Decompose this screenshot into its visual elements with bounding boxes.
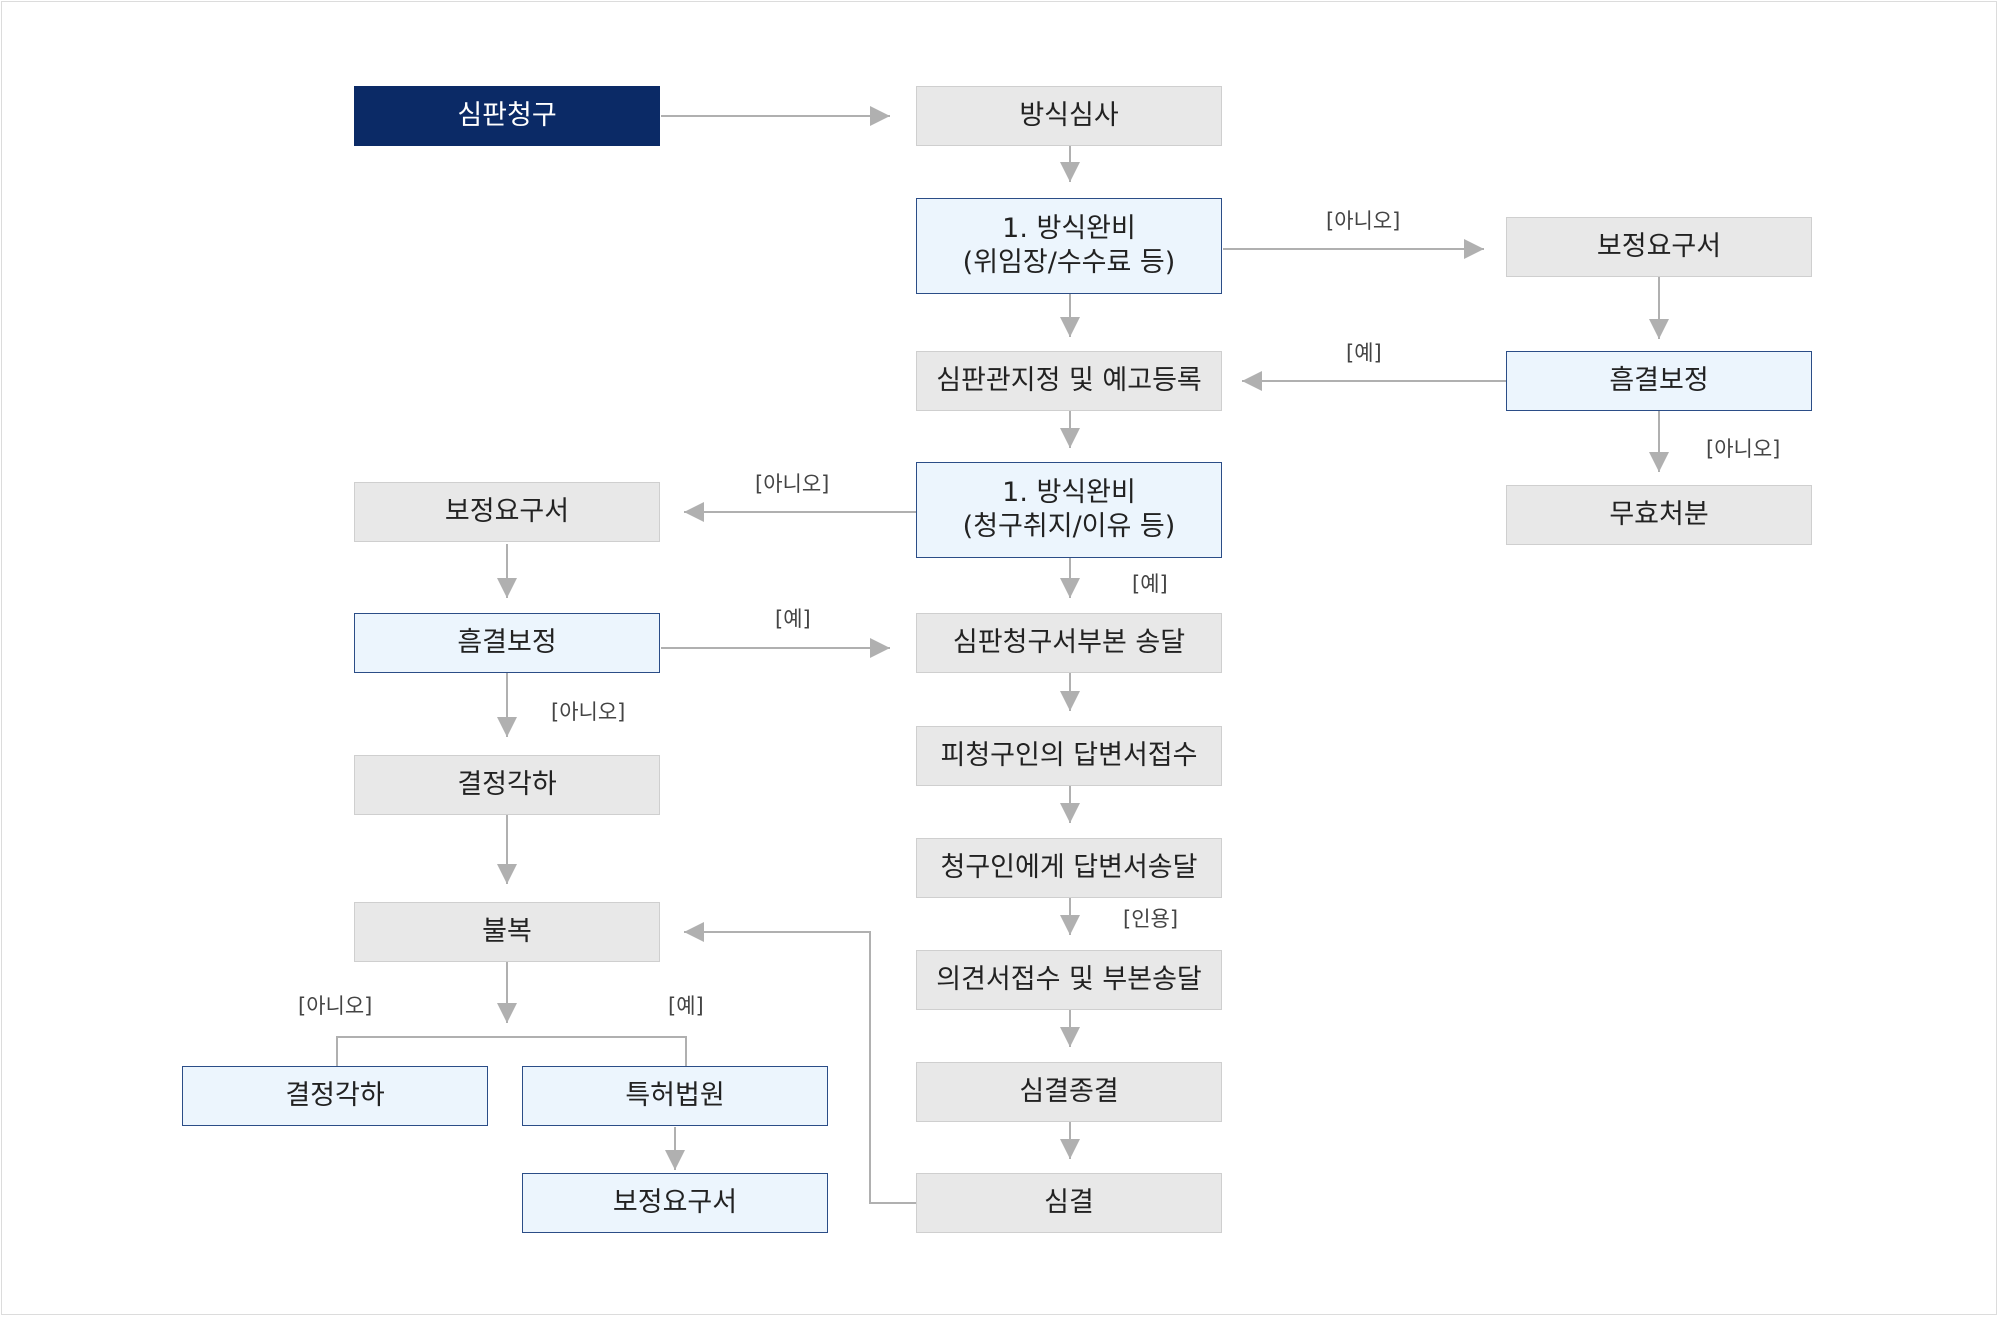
label-no-2: [아니오] bbox=[1706, 437, 1781, 461]
box-dismiss-1: 결정각하 bbox=[354, 755, 660, 815]
box-designation: 심판관지정 및 예고등록 bbox=[916, 351, 1222, 411]
box-amend-request-left: 보정요구서 bbox=[354, 482, 660, 542]
box-answer-delivery: 청구인에게 답변서송달 bbox=[916, 838, 1222, 898]
label-no-1: [아니오] bbox=[1326, 209, 1401, 233]
label-no-3: [아니오] bbox=[755, 472, 830, 496]
box-closing: 심결종결 bbox=[916, 1062, 1222, 1122]
box-opinion: 의견서접수 및 부본송달 bbox=[916, 950, 1222, 1010]
arrow-decision-to-appeal bbox=[684, 922, 916, 1204]
label-yes-3: [예] bbox=[775, 607, 811, 631]
box-amend-request-right: 보정요구서 bbox=[1506, 217, 1812, 277]
box-formal-check-1: 1. 방식완비 (위임장/수수료 등) bbox=[916, 198, 1222, 294]
label-yes-2: [예] bbox=[1132, 572, 1168, 596]
box-amend-request-bottom: 보정요구서 bbox=[522, 1173, 828, 1233]
box-invalid: 무효처분 bbox=[1506, 485, 1812, 545]
box-request: 심판청구 bbox=[354, 86, 660, 146]
box-correction-right: 흠결보정 bbox=[1506, 351, 1812, 411]
label-no-5: [아니오] bbox=[298, 994, 373, 1018]
label-yes-4: [예] bbox=[668, 994, 704, 1018]
box-answer-receipt: 피청구인의 답변서접수 bbox=[916, 726, 1222, 786]
box-appeal: 불복 bbox=[354, 902, 660, 962]
box-patent-court: 특허법원 bbox=[522, 1066, 828, 1126]
box-dismiss-2: 결정각하 bbox=[182, 1066, 488, 1126]
box-copy-delivery: 심판청구서부본 송달 bbox=[916, 613, 1222, 673]
box-correction-left: 흠결보정 bbox=[354, 613, 660, 673]
label-no-4: [아니오] bbox=[551, 700, 626, 724]
appeal-split-line bbox=[336, 1036, 687, 1066]
box-formal-check-2: 1. 방식완비 (청구취지/이유 등) bbox=[916, 462, 1222, 558]
box-formal-exam: 방식심사 bbox=[916, 86, 1222, 146]
label-cite: [인용] bbox=[1123, 907, 1179, 931]
box-decision: 심결 bbox=[916, 1173, 1222, 1233]
label-yes-1: [예] bbox=[1346, 341, 1382, 365]
